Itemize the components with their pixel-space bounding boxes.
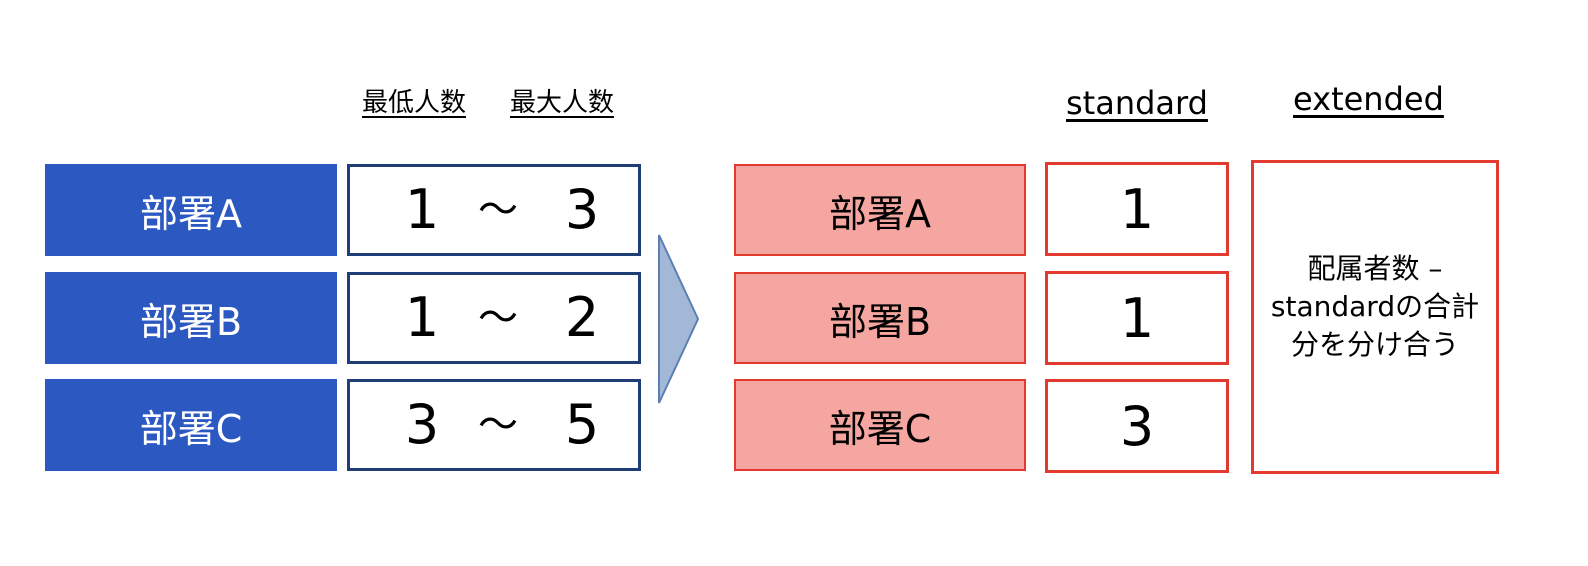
dept-result-b: 部署B bbox=[734, 272, 1026, 364]
right-arrow-icon bbox=[658, 234, 700, 404]
range-box-c: 3 ～ 5 bbox=[347, 379, 641, 471]
range-max-c: 5 bbox=[564, 393, 600, 456]
range-min-c: 3 bbox=[404, 393, 440, 456]
range-tilde-b: ～ bbox=[478, 295, 518, 341]
range-box-a: 1 ～ 3 bbox=[347, 164, 641, 256]
range-max-a: 3 bbox=[564, 178, 600, 241]
range-box-b: 1 ～ 2 bbox=[347, 272, 641, 364]
extended-box: 配属者数 – standardの合計 分を分け合う bbox=[1251, 160, 1499, 474]
range-tilde-c: ～ bbox=[478, 402, 518, 448]
header-standard: standard bbox=[1066, 84, 1208, 122]
extended-text-line-2: standardの合計 bbox=[1270, 290, 1480, 324]
extended-text-line-3: 分を分け合う bbox=[1290, 327, 1459, 361]
header-extended: extended bbox=[1293, 80, 1444, 118]
standard-value-b: 1 bbox=[1045, 271, 1229, 365]
dept-label-a: 部署A bbox=[45, 164, 337, 256]
header-max-count: 最大人数 bbox=[510, 88, 615, 118]
header-min-count: 最低人数 bbox=[362, 88, 467, 118]
standard-value-c: 3 bbox=[1045, 379, 1229, 473]
range-min-b: 1 bbox=[404, 286, 440, 349]
dept-label-c: 部署C bbox=[45, 379, 337, 471]
dept-result-c: 部署C bbox=[734, 379, 1026, 471]
dept-label-b: 部署B bbox=[45, 272, 337, 364]
range-tilde-a: ～ bbox=[478, 187, 518, 233]
standard-value-a: 1 bbox=[1045, 162, 1229, 256]
range-max-b: 2 bbox=[564, 286, 600, 349]
extended-text-line-1: 配属者数 – bbox=[1307, 252, 1443, 286]
range-min-a: 1 bbox=[404, 178, 440, 241]
dept-result-a: 部署A bbox=[734, 164, 1026, 256]
